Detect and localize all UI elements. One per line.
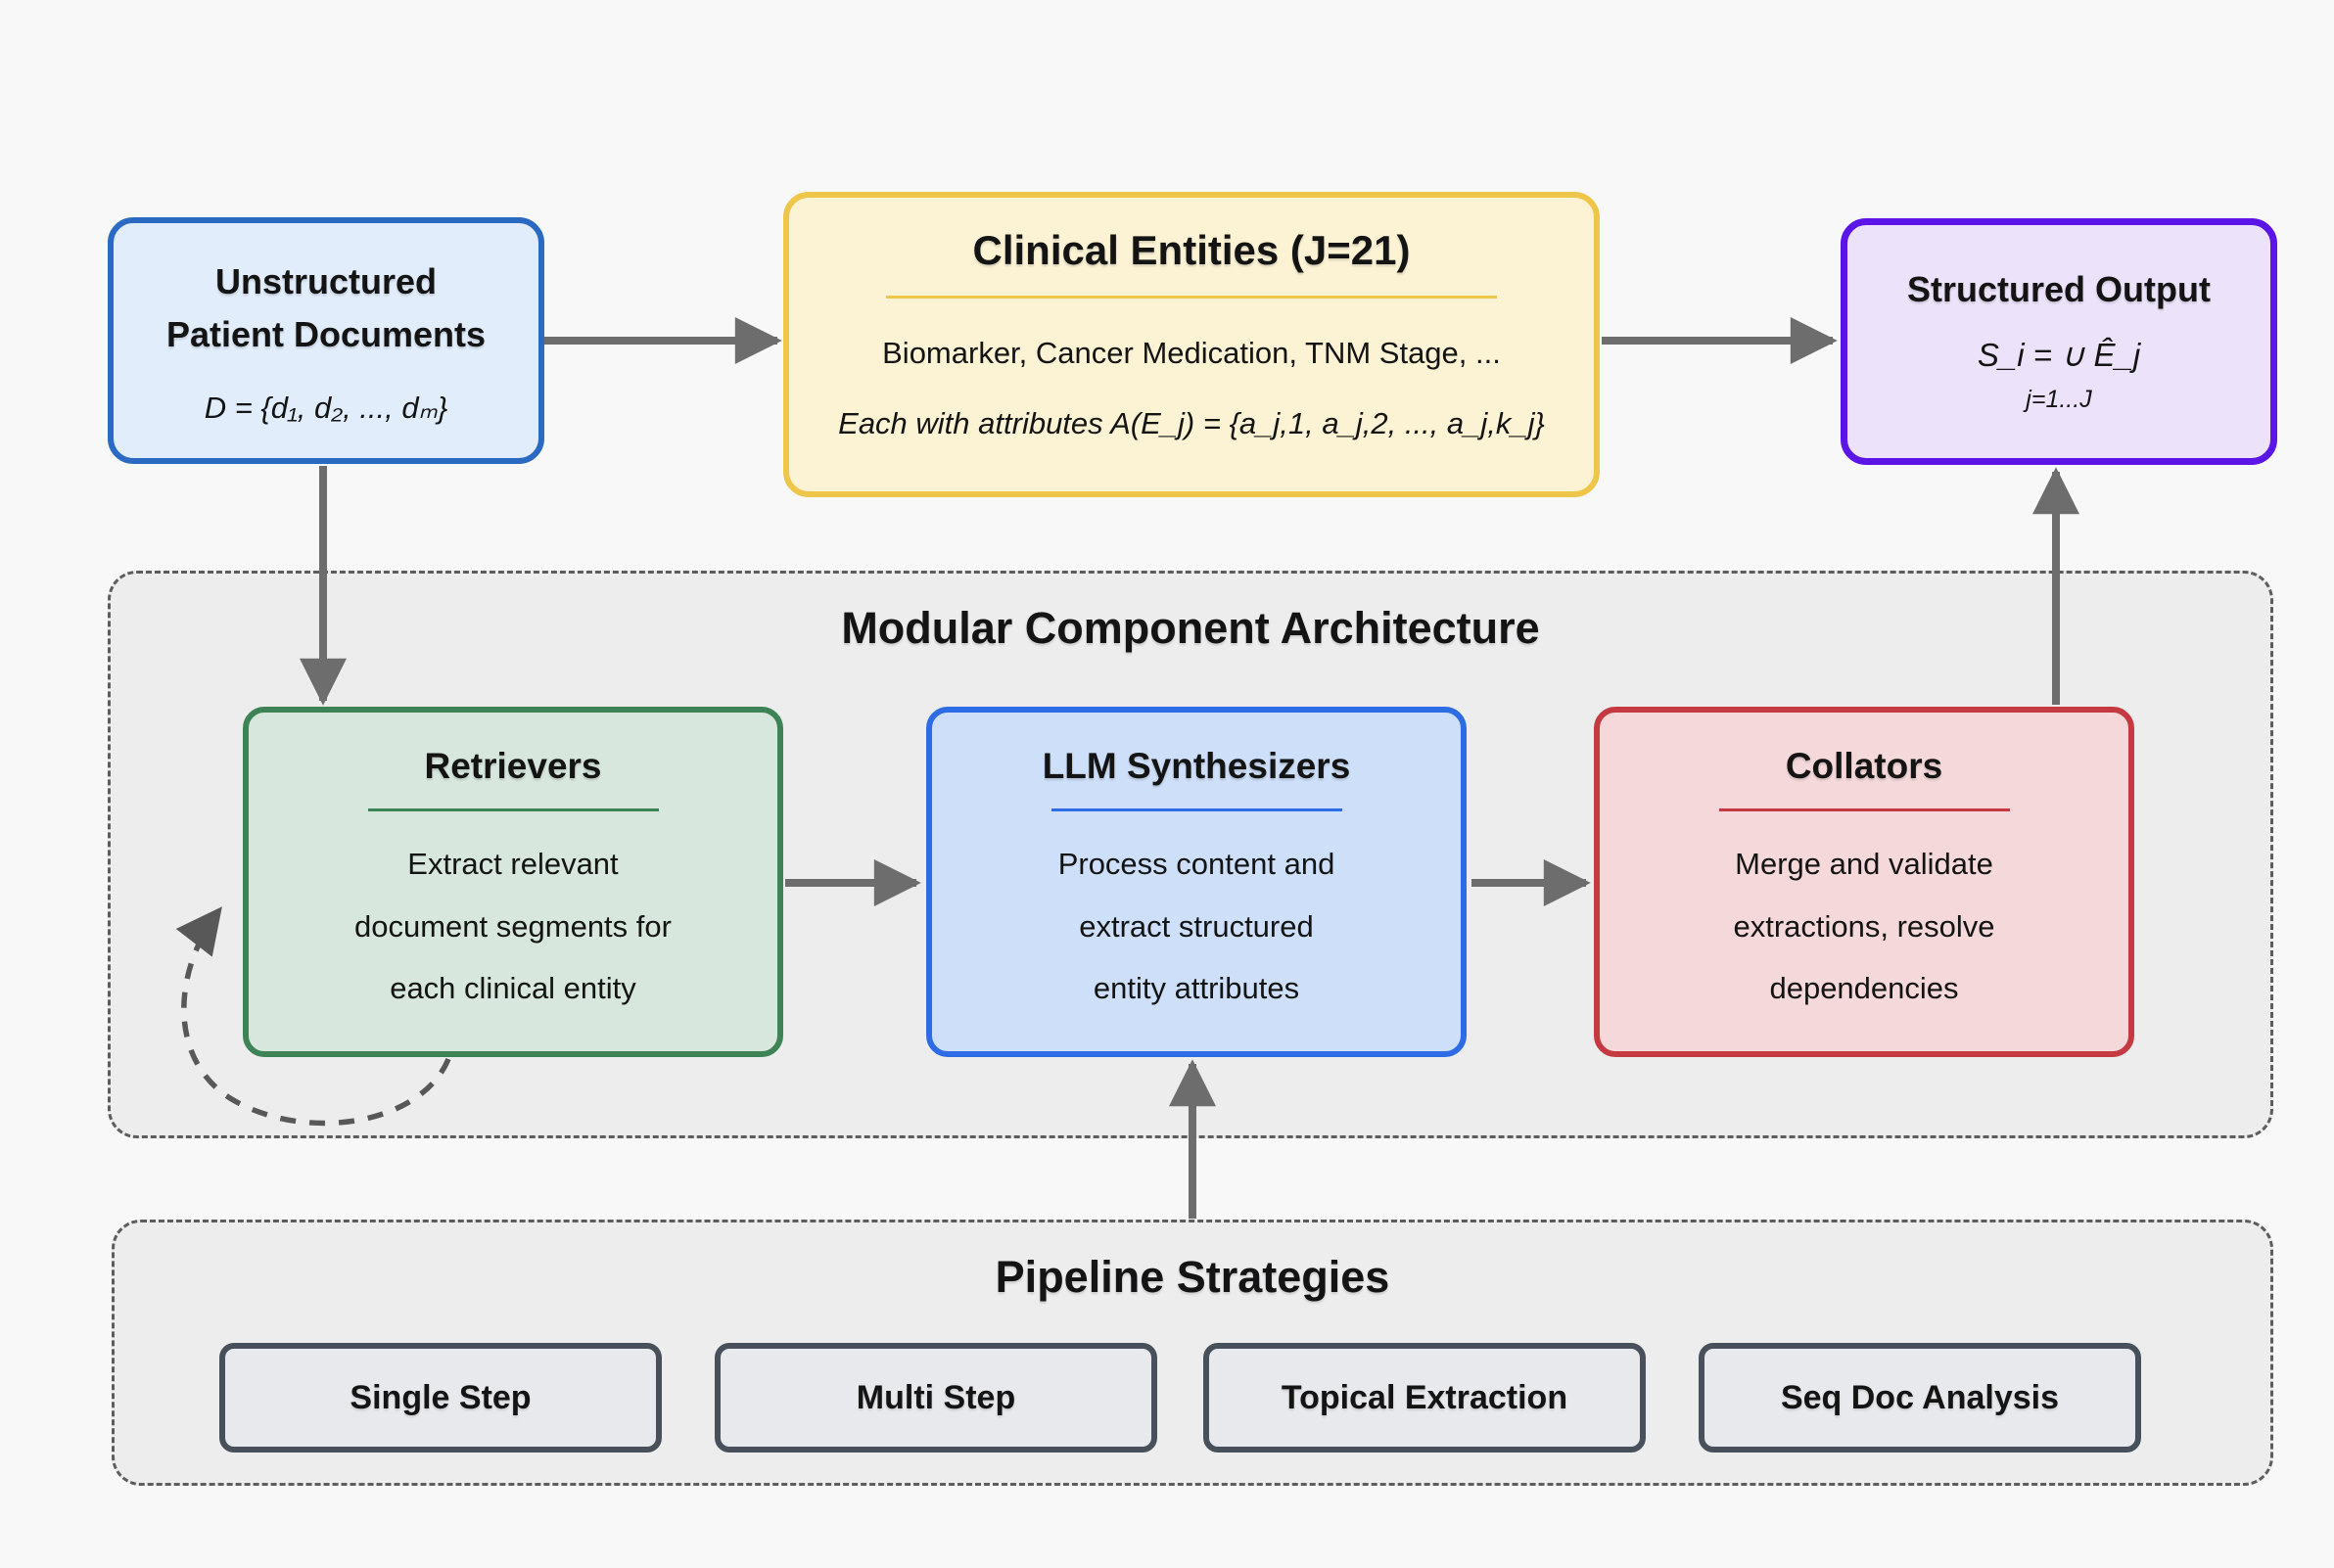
retrievers-desc-line3: each clinical entity [390, 971, 636, 1006]
llm-synthesizers-title-divider [1050, 808, 1342, 811]
collators-description: Merge and validate extractions, resolve … [1733, 833, 1994, 1020]
node-unstructured-patient-documents: Unstructured Patient Documents D = {d₁, … [108, 217, 544, 464]
llm-synthesizers-description: Process content and extract structured e… [1058, 833, 1335, 1020]
collators-title: Collators [1785, 746, 1943, 786]
node-clinical-entities: Clinical Entities (J=21) Biomarker, Canc… [783, 192, 1600, 497]
unstructured-formula: D = {d₁, d₂, ..., dₘ} [204, 391, 448, 425]
unstructured-title-line1: Unstructured [214, 261, 438, 301]
collators-desc-line3: dependencies [1769, 971, 1959, 1006]
clinical-title-divider [885, 296, 1498, 299]
retrievers-title: Retrievers [424, 746, 602, 786]
strategy-multi-step: Multi Step [715, 1343, 1157, 1453]
clinical-examples: Biomarker, Cancer Medication, TNM Stage,… [882, 336, 1501, 370]
structured-title: Structured Output [1907, 269, 2211, 309]
structured-formula: S_i = ∪ Ê_j [1977, 337, 2141, 373]
pipeline-title: Pipeline Strategies [995, 1252, 1390, 1302]
retrievers-description: Extract relevant document segments for e… [354, 833, 672, 1020]
node-retrievers: Retrievers Extract relevant document seg… [243, 707, 783, 1057]
node-llm-synthesizers: LLM Synthesizers Process content and ext… [926, 707, 1467, 1057]
retrievers-desc-line2: document segments for [354, 908, 672, 944]
llm-desc-line2: extract structured [1079, 908, 1314, 944]
clinical-title: Clinical Entities (J=21) [972, 227, 1411, 273]
structured-index-range: j=1...J [2026, 386, 2092, 413]
retrievers-title-divider [367, 808, 659, 811]
clinical-attributes-note: Each with attributes A(E_j) = {a_j,1, a_… [838, 406, 1545, 440]
collators-title-divider [1718, 808, 2010, 811]
llm-desc-line3: entity attributes [1093, 971, 1300, 1006]
unstructured-title-line2: Patient Documents [165, 314, 487, 354]
retrievers-desc-line1: Extract relevant [407, 847, 619, 881]
collators-desc-line1: Merge and validate [1735, 847, 1993, 881]
strategy-seq-doc-analysis: Seq Doc Analysis [1699, 1343, 2141, 1453]
llm-synthesizers-title: LLM Synthesizers [1042, 746, 1351, 786]
node-collators: Collators Merge and validate extractions… [1594, 707, 2134, 1057]
collators-desc-line2: extractions, resolve [1733, 908, 1995, 944]
strategy-topical-extraction: Topical Extraction [1203, 1343, 1646, 1453]
strategy-single-step: Single Step [219, 1343, 662, 1453]
architecture-title: Modular Component Architecture [841, 603, 1540, 653]
llm-desc-line1: Process content and [1057, 847, 1335, 881]
unstructured-title: Unstructured Patient Documents [166, 255, 486, 361]
node-structured-output: Structured Output S_i = ∪ Ê_j j=1...J [1841, 218, 2277, 465]
